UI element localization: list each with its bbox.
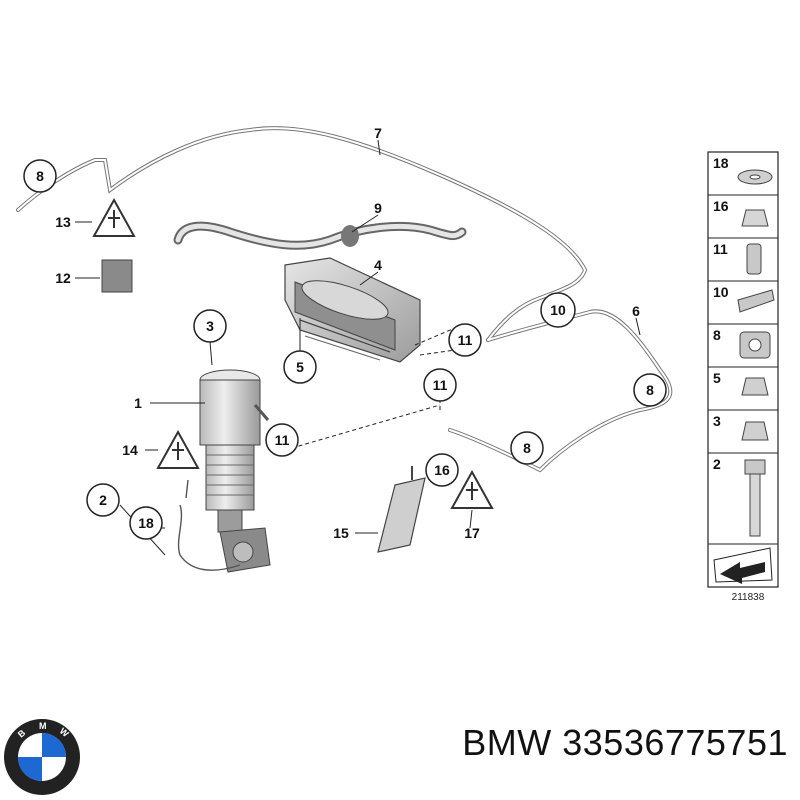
svg-text:5: 5 <box>296 359 304 375</box>
legend-item-1: 16 <box>713 198 729 214</box>
svg-text:8: 8 <box>523 440 531 456</box>
module-12 <box>101 259 133 293</box>
callout-3: 3 <box>193 309 227 343</box>
svg-text:8: 8 <box>646 382 654 398</box>
callout-11c: 11 <box>265 423 299 457</box>
callout-8c: 8 <box>510 431 544 465</box>
logo-letter-b: B <box>16 727 28 739</box>
svg-text:18: 18 <box>138 515 154 531</box>
diagram-code: 211838 <box>732 592 765 603</box>
callout-11a: 11 <box>448 323 482 357</box>
svg-text:3: 3 <box>206 318 214 334</box>
callout-15: 15 <box>333 525 349 541</box>
svg-text:13: 13 <box>55 214 71 230</box>
front-arrow-icon <box>713 547 773 584</box>
logo-letter-m: M <box>39 721 47 731</box>
callout-1: 1 <box>134 395 142 411</box>
callout-12: 12 <box>55 270 71 286</box>
callout-18: 18 <box>129 506 163 540</box>
callout-14: 14 <box>122 442 138 458</box>
svg-text:17: 17 <box>464 525 480 541</box>
intake-hose-9 <box>173 221 467 250</box>
caption-brand: BMW <box>462 722 552 763</box>
svg-text:11: 11 <box>458 332 473 348</box>
bolt-2-icon <box>744 459 766 537</box>
svg-text:10: 10 <box>550 302 566 318</box>
part-caption: BMW 33536775751 <box>462 722 788 764</box>
legend-item-0: 18 <box>713 155 729 171</box>
svg-text:12: 12 <box>55 270 71 286</box>
callouts: 7 8 13 12 9 4 10 6 3 11 5 11 8 1 11 14 8… <box>23 125 667 541</box>
callout-10: 10 <box>540 292 576 328</box>
warning-triangle-14 <box>156 429 200 469</box>
svg-text:16: 16 <box>434 462 450 478</box>
connector-11-icon <box>746 243 762 275</box>
legend-item-3: 10 <box>713 284 729 300</box>
nut-5-icon <box>741 377 769 396</box>
warning-triangle-13 <box>92 197 136 237</box>
legend-item-6: 3 <box>713 413 721 429</box>
callout-8a: 8 <box>23 159 57 193</box>
svg-text:2: 2 <box>99 492 107 508</box>
sensor-wiring <box>177 479 241 571</box>
nut-3-icon <box>741 421 769 441</box>
bmw-logo: B M W <box>4 719 80 795</box>
svg-text:11: 11 <box>275 432 290 448</box>
callout-16: 16 <box>425 453 459 487</box>
callout-5: 5 <box>283 350 317 384</box>
air-strut <box>199 369 271 573</box>
svg-text:7: 7 <box>374 125 382 141</box>
callout-9: 9 <box>374 200 382 216</box>
callout-7: 7 <box>374 125 382 141</box>
callout-8b: 8 <box>633 373 667 407</box>
caption-part-number: 33536775751 <box>562 722 788 763</box>
parts-legend: 18 16 11 10 8 5 3 2 211838 <box>707 151 779 603</box>
svg-text:4: 4 <box>374 257 382 273</box>
callout-13: 13 <box>55 214 71 230</box>
legend-item-7: 2 <box>713 456 721 472</box>
compressor-unit <box>284 257 421 363</box>
svg-text:11: 11 <box>433 377 448 393</box>
callout-4: 4 <box>374 257 382 273</box>
legend-item-5: 5 <box>713 370 721 386</box>
callout-6: 6 <box>632 303 640 319</box>
svg-text:8: 8 <box>36 168 44 184</box>
clip-10-icon <box>737 289 775 313</box>
warning-triangle-17 <box>450 469 494 509</box>
svg-text:15: 15 <box>333 525 349 541</box>
control-unit-15 <box>377 477 426 553</box>
svg-text:14: 14 <box>122 442 138 458</box>
callout-17: 17 <box>464 525 480 541</box>
legend-item-2: 11 <box>713 241 728 257</box>
svg-text:6: 6 <box>632 303 640 319</box>
svg-text:9: 9 <box>374 200 382 216</box>
callout-11b: 11 <box>423 368 457 402</box>
nut-16-icon <box>741 209 769 227</box>
callout-2: 2 <box>86 483 120 517</box>
legend-item-4: 8 <box>713 327 721 343</box>
svg-text:1: 1 <box>134 395 142 411</box>
